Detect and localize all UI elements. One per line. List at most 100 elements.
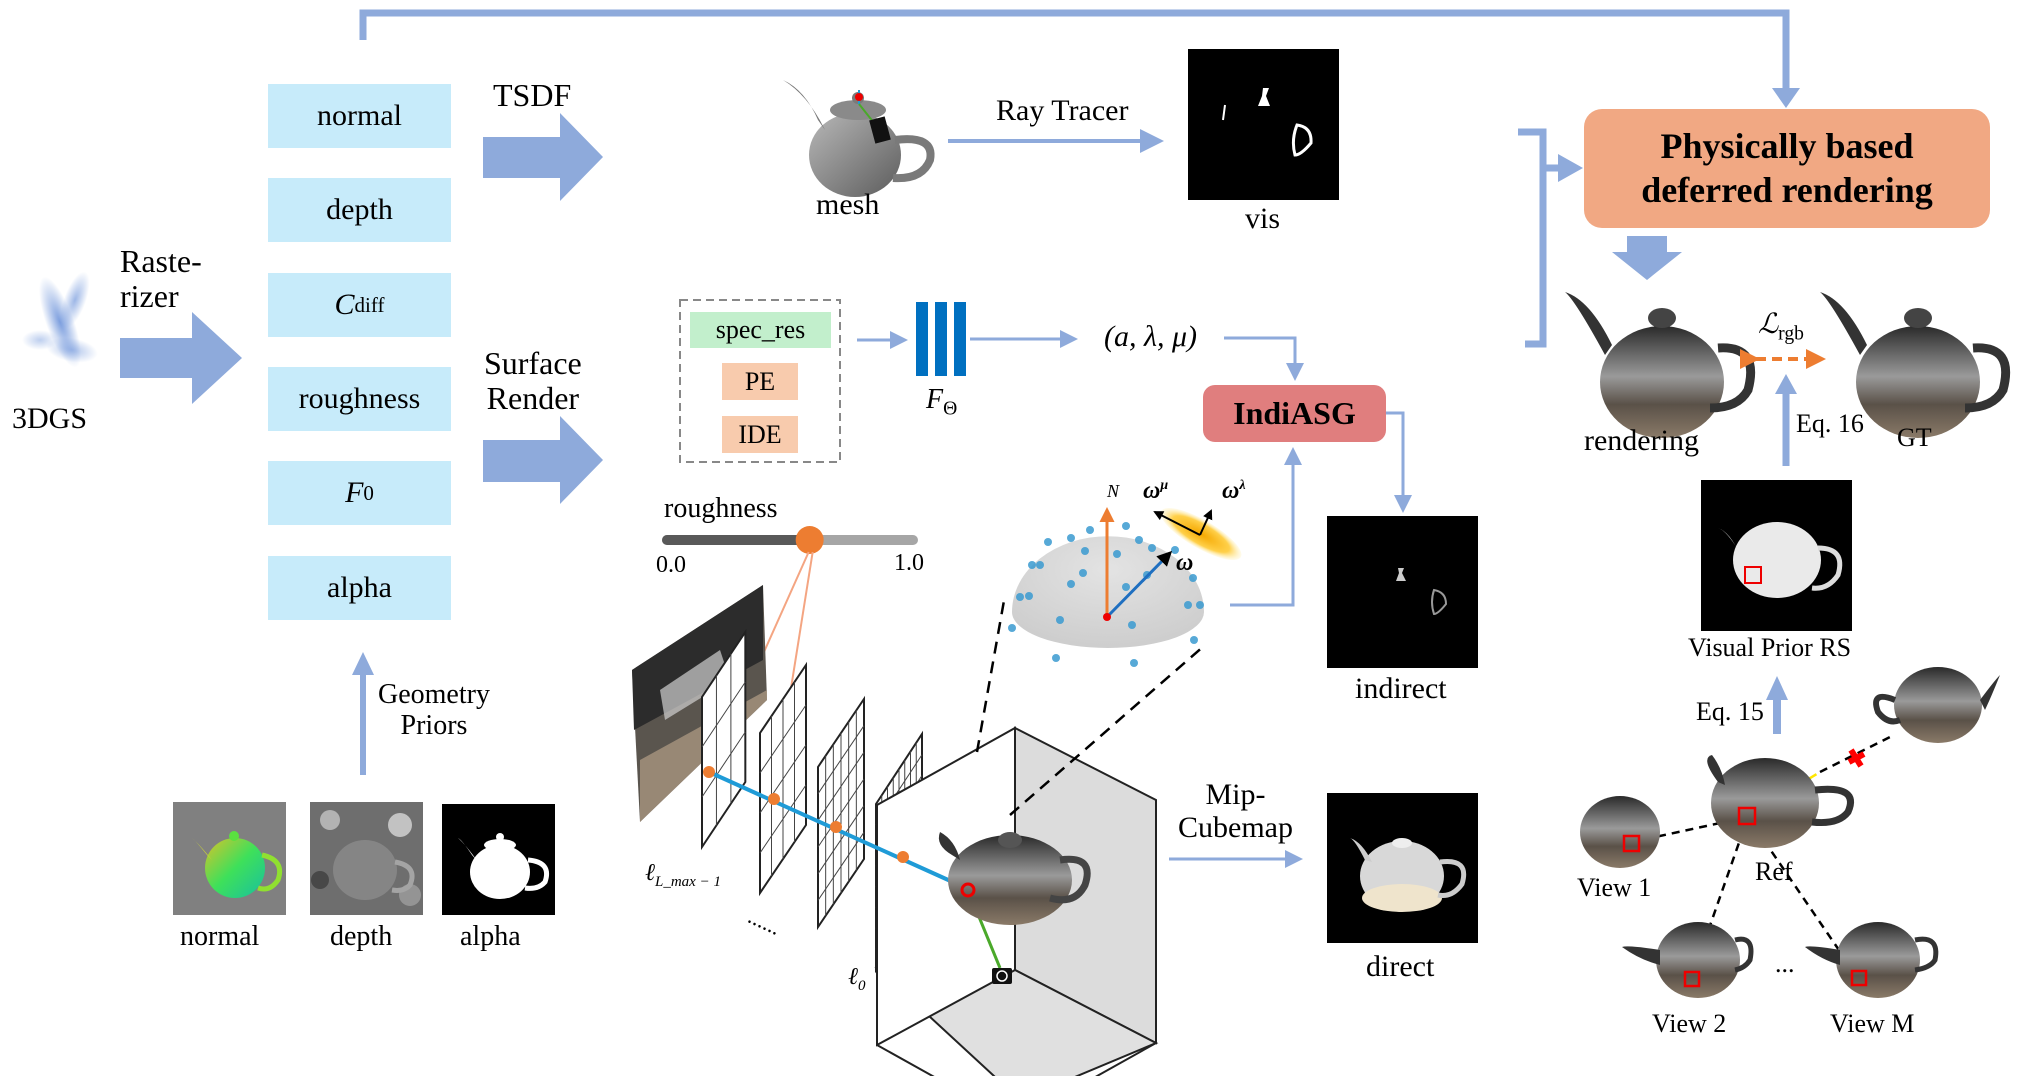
- gt-teapot-image: [1820, 292, 2011, 438]
- sample-direction-point: [1028, 561, 1036, 569]
- sample-direction-point: [1025, 592, 1033, 600]
- hemisphere-normal-label: N: [1107, 481, 1120, 501]
- ref-label: Ref: [1755, 857, 1793, 886]
- slider-knob: [795, 526, 824, 554]
- teapot-in-cube: [938, 832, 1091, 925]
- direct-teapot: [1350, 838, 1467, 912]
- rendering-label: rendering: [1584, 424, 1699, 457]
- direct-label: direct: [1366, 950, 1435, 983]
- params-to-indiasg-arrow: [1224, 336, 1304, 381]
- asg-params-label: (a, λ, μ): [1104, 320, 1198, 353]
- omega-mu-label: ωμ: [1143, 478, 1169, 504]
- sample-direction-point: [1130, 659, 1138, 667]
- mip-sample-point: [897, 851, 909, 863]
- feature-pe: PE: [722, 363, 798, 400]
- visual-prior-rs-label: Visual Prior RS: [1688, 633, 1852, 662]
- sample-direction-point: [1052, 654, 1060, 662]
- tsdf-arrow: [483, 113, 603, 201]
- camera-icon: [992, 968, 1012, 984]
- sample-direction-point: [1122, 583, 1130, 591]
- sample-direction-point: [1079, 569, 1087, 577]
- vis-label: vis: [1245, 202, 1281, 235]
- roughness-slider[interactable]: [662, 526, 918, 554]
- sample-direction-point: [1171, 546, 1179, 554]
- prior-normal-label: normal: [180, 921, 260, 952]
- feature-ide: IDE: [722, 416, 798, 453]
- sample-direction-point: [1184, 601, 1192, 609]
- vis-image: [1188, 49, 1339, 200]
- indiasg-to-indirect-arrow: [1386, 411, 1412, 513]
- surface-render-arrow: [483, 416, 603, 504]
- mlp-label: FΘ: [926, 384, 958, 420]
- sample-direction-point: [1135, 536, 1143, 544]
- prior-depth-label: depth: [330, 921, 393, 952]
- sample-direction-point: [1113, 550, 1121, 558]
- hemisphere-to-indiasg-arrow: [1230, 447, 1302, 607]
- rasterizer-arrow: [120, 312, 242, 404]
- gbuffer-item-alpha: alpha: [268, 556, 451, 620]
- ray-tracer-label: Ray Tracer: [996, 94, 1129, 127]
- sample-direction-point: [1067, 534, 1075, 542]
- loss-label: ℒrgb: [1758, 309, 1804, 345]
- indirect-label: indirect: [1355, 672, 1447, 705]
- reject-cross-icon: [1847, 748, 1866, 768]
- feature-spec-res: spec_res: [690, 312, 831, 348]
- sample-direction-point: [1016, 593, 1024, 601]
- mesh-label: mesh: [816, 188, 880, 221]
- omega-lambda-label: ωλ: [1222, 478, 1246, 504]
- gbuffer-item-depth: depth: [268, 178, 451, 242]
- indirect-image: [1327, 516, 1478, 668]
- sample-direction-point: [1196, 601, 1204, 609]
- view-1-label: View 1: [1577, 873, 1652, 902]
- surface-render-label: Surface Render: [484, 345, 582, 417]
- sample-direction-point: [1189, 574, 1197, 582]
- gbuffer-to-pbr-line: [359, 9, 1790, 92]
- sample-direction-point: [1008, 624, 1016, 632]
- sample-direction-point: [1086, 526, 1094, 534]
- gbuffer-item-normal: normal: [268, 84, 451, 148]
- eq16-label: Eq. 16: [1796, 409, 1864, 438]
- mip-sample-point: [830, 821, 842, 833]
- mip-level-top-label: ℓL_max − 1: [645, 860, 721, 890]
- mip-cubemap-label: Mip- Cubemap: [1178, 778, 1293, 844]
- hemisphere-diagram: [1008, 507, 1242, 667]
- sample-direction-point: [1036, 561, 1044, 569]
- multiview-graph: [1580, 667, 2000, 998]
- sample-direction-point: [1122, 522, 1130, 530]
- roughness-max-label: 1.0: [894, 550, 924, 576]
- sample-direction-point: [1044, 538, 1052, 546]
- eq15-label: Eq. 15: [1696, 697, 1764, 726]
- mip-sample-point: [768, 793, 780, 805]
- tsdf-label: TSDF: [493, 77, 572, 113]
- omega-label: ω: [1176, 550, 1194, 576]
- sample-direction-point: [1148, 544, 1156, 552]
- sample-direction-point: [1128, 621, 1136, 629]
- gbuffer-item-roughness: roughness: [268, 367, 451, 431]
- mip-level-bottom-label: ℓ0: [848, 964, 866, 994]
- view-2-label: View 2: [1652, 1009, 1727, 1038]
- stages-to-pbr-bracket: [1518, 128, 1547, 348]
- gaussian-splat-icon: [22, 271, 98, 368]
- mip-sample-point: [703, 766, 715, 778]
- prior-alpha-label: alpha: [460, 921, 521, 952]
- view-m-label: View M: [1830, 1009, 1915, 1038]
- sample-direction-point: [1067, 580, 1075, 588]
- gt-label: GT: [1897, 423, 1932, 452]
- roughness-min-label: 0.0: [656, 552, 686, 578]
- mlp-icon: [916, 302, 966, 376]
- mesh-teapot-image: [783, 80, 935, 197]
- indiasg-module: IndiASG: [1203, 385, 1386, 442]
- sample-direction-point: [1081, 547, 1089, 555]
- geometry-priors-label: Geometry Priors: [378, 679, 490, 741]
- gaussians-label: 3DGS: [12, 402, 88, 435]
- sample-direction-point: [1190, 636, 1198, 644]
- views-ellipsis: ...: [1775, 949, 1795, 978]
- mip-sample-points: [703, 766, 909, 863]
- feature-input-group: [679, 299, 841, 463]
- roughness-slider-label: roughness: [664, 493, 778, 524]
- rasterizer-label: Raste- rizer: [120, 243, 202, 315]
